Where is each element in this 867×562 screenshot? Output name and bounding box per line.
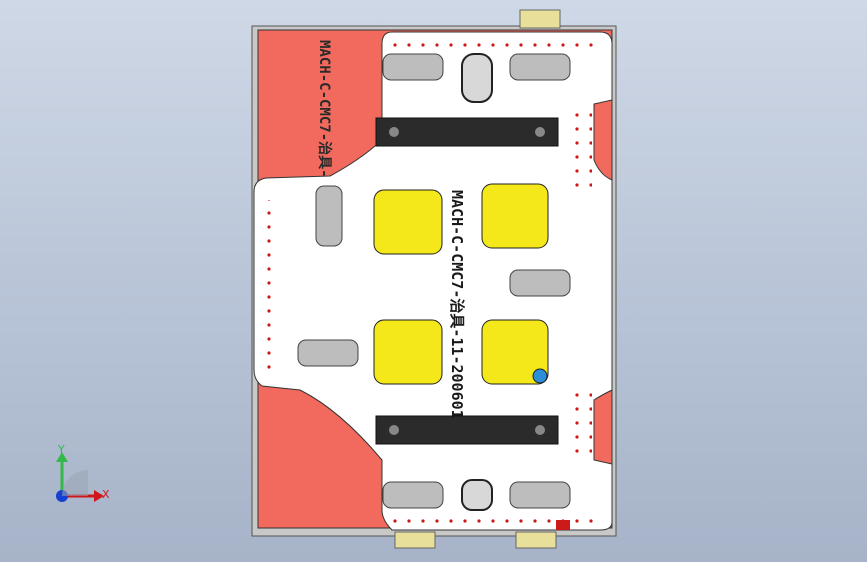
view-cube-hint-icon [62,470,88,496]
lift-handles [461,53,493,511]
clamp-bar-bottom [375,415,559,445]
axis-x-label: X [102,488,110,501]
side-engraving: MACH-C-CMC7-治具-11- [316,40,333,203]
axis-y-label: Y [57,443,65,456]
white-fixture-plate [253,31,613,531]
axis-triad-icon[interactable]: Y X [56,443,110,502]
main-engraving: MACH-C-CMC7-治具-11-200601 [448,190,466,419]
part-pockets [373,183,549,385]
red-tab-marker [556,520,570,530]
locator-clamps [297,53,571,509]
clamp-bar-top [375,117,559,147]
